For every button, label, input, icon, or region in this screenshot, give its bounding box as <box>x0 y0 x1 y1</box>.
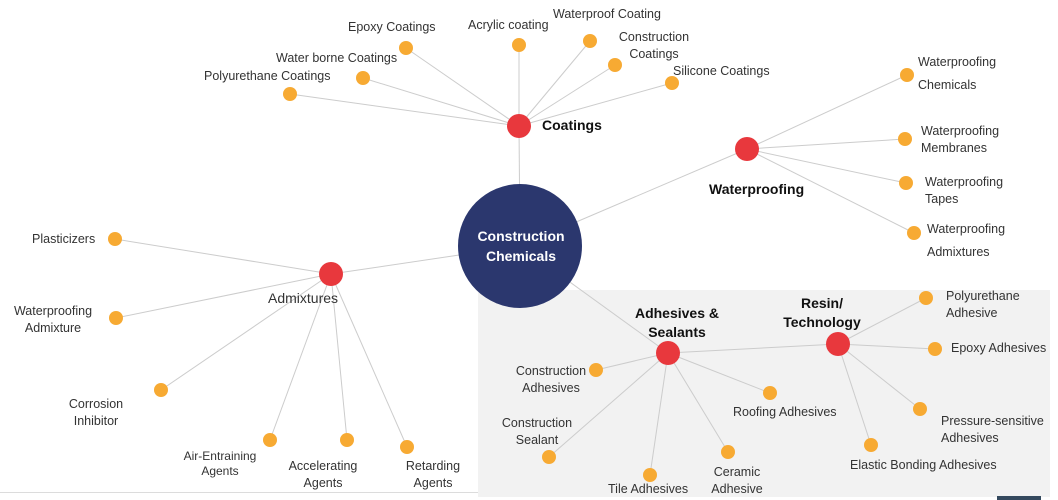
leaf-label-pressure-sensitive-adhesives: Pressure-sensitive Adhesives <box>941 413 1044 447</box>
category-label-resin-technology: Resin/ Technology <box>776 294 868 332</box>
leaf-label-epoxy-adhesives: Epoxy Adhesives <box>951 341 1047 355</box>
label-line: Air-Entraining <box>183 449 257 463</box>
node-admixtures <box>319 262 343 286</box>
corner-bar <box>997 496 1041 500</box>
category-label-line: Resin/ <box>800 295 843 311</box>
label-line: Pressure-sensitive <box>941 414 1044 428</box>
root-node <box>458 184 582 308</box>
label-line: Waterproofing <box>927 222 1006 236</box>
root-label: Construction Chemicals <box>458 226 584 266</box>
category-label-coatings: Coatings <box>542 117 602 133</box>
root-label-line2: Chemicals <box>485 248 557 264</box>
category-label-adhesives-sealants: Adhesives & Sealants <box>625 304 729 342</box>
label-line: Construction <box>501 416 573 430</box>
category-label-line: Sealants <box>648 324 706 340</box>
leaf-label-waterproofing-chemicals: Waterproofing Chemicals <box>918 51 996 97</box>
node-coatings <box>507 114 531 138</box>
label-line: Waterproofing <box>925 175 1004 189</box>
leaf-label-polyurethane-coatings: Polyurethane Coatings <box>204 69 331 83</box>
label-line: Adhesives <box>522 381 580 395</box>
leaf-label-silicone-coatings: Silicone Coatings <box>673 64 770 78</box>
label-line: Adhesives <box>941 431 999 445</box>
label-line: Inhibitor <box>73 414 119 428</box>
category-nodes <box>319 114 850 365</box>
leaf-label-air-entraining-agents: Air-Entraining Agents <box>178 449 262 479</box>
label-line: Ceramic <box>713 465 761 479</box>
leaf-label-corrosion-inhibitor: Corrosion Inhibitor <box>56 396 136 430</box>
leaf-label-epoxy-coatings: Epoxy Coatings <box>348 20 436 34</box>
node-waterproofing <box>735 137 759 161</box>
label-line: Agents <box>201 464 239 478</box>
label-line: Agents <box>303 476 343 490</box>
label-line: Retarding <box>405 459 461 473</box>
leaf-label-water-borne-coatings: Water borne Coatings <box>276 51 398 65</box>
label-line: Sealant <box>515 433 559 447</box>
label-line: Tapes <box>925 192 959 206</box>
leaf-label-waterproofing-membranes: Waterproofing Membranes <box>921 123 999 157</box>
category-label-waterproofing: Waterproofing <box>709 181 805 197</box>
label-line: Chemicals <box>918 78 977 92</box>
leaf-label-acrylic-coating: Acrylic coating <box>468 18 549 32</box>
category-label-admixtures: Admixtures <box>268 290 339 306</box>
label-line: Waterproofing <box>918 55 997 69</box>
leaf-label-polyurethane-adhesive: Polyurethane Adhesive <box>946 288 1020 322</box>
label-line: Admixture <box>24 321 82 335</box>
leaf-label-roofing-adhesives: Roofing Adhesives <box>733 405 837 419</box>
category-label-line: Technology <box>783 314 861 330</box>
label-line: Construction <box>618 30 690 44</box>
root-label-line1: Construction <box>477 228 565 244</box>
leaf-label-waterproof-coating: Waterproof Coating <box>553 7 661 21</box>
label-line: Agents <box>413 476 453 490</box>
divider-line <box>0 492 478 493</box>
label-line: Polyurethane <box>946 289 1020 303</box>
label-line: Accelerating <box>288 459 358 473</box>
label-line: Corrosion <box>68 397 124 411</box>
leaf-label-construction-adhesives: Construction Adhesives <box>508 363 594 397</box>
leaf-label-elastic-bonding-adhesives: Elastic Bonding Adhesives <box>850 458 997 472</box>
label-line: Waterproofing <box>921 124 1000 138</box>
leaf-label-construction-coatings: Construction Coatings <box>614 29 694 63</box>
node-resin-technology <box>826 332 850 356</box>
leaf-label-waterproofing-tapes: Waterproofing Tapes <box>925 174 1003 208</box>
leaf-label-plasticizers: Plasticizers <box>32 232 96 246</box>
label-line: Membranes <box>921 141 987 155</box>
node-adhesives-sealants <box>656 341 680 365</box>
label-line: Adhesive <box>711 482 763 496</box>
edges <box>114 40 936 476</box>
leaf-label-waterproofing-admixtures: Waterproofing Admixtures <box>927 218 1005 264</box>
label-line: Adhesive <box>946 306 998 320</box>
leaf-label-ceramic-adhesive: Ceramic Adhesive <box>705 464 769 498</box>
leaf-label-accelerating-agents: Accelerating Agents <box>282 458 364 492</box>
label-line: Admixtures <box>927 245 990 259</box>
label-line: Coatings <box>629 47 679 61</box>
label-line: Construction <box>515 364 587 378</box>
leaf-nodes <box>108 34 942 482</box>
leaf-label-construction-sealant: Construction Sealant <box>494 415 580 449</box>
label-line: Waterproofing <box>13 304 93 318</box>
leaf-label-tile-adhesives: Tile Adhesives <box>608 482 689 496</box>
leaf-label-retarding-agents: Retarding Agents <box>396 458 470 492</box>
category-label-line: Adhesives & <box>634 305 720 321</box>
leaf-label-waterproofing-admixture: Waterproofing Admixture <box>8 303 98 337</box>
